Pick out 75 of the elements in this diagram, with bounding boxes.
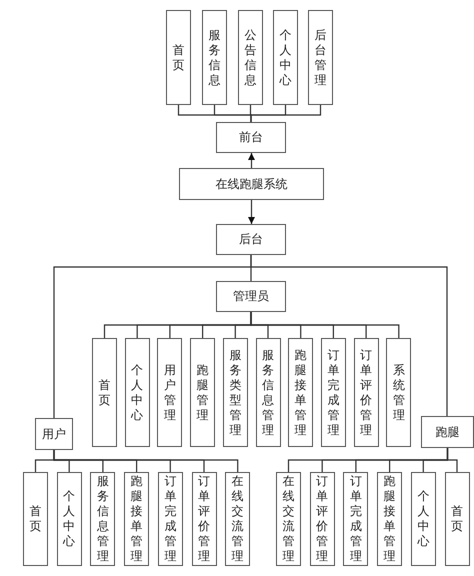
module-box — [276, 472, 301, 566]
node-label: 个人中心 — [280, 28, 292, 88]
node-label: 订单完成管理 — [327, 348, 340, 438]
node-label: 跑腿管理 — [196, 362, 209, 422]
node-label: 订单评价管理 — [316, 474, 328, 564]
node-label: 首页 — [172, 42, 184, 72]
node-label: 公告信息 — [244, 28, 256, 88]
node-label: 订单完成管理 — [350, 474, 362, 564]
node-label: 服务类型管理 — [229, 348, 242, 438]
node-label: 后台管理 — [314, 28, 326, 88]
module-box — [90, 472, 116, 566]
arrow — [248, 153, 255, 168]
node-label: 订单评价管理 — [360, 348, 372, 438]
node-label: 跑腿接单管理 — [384, 474, 396, 564]
node-label: 管理员 — [233, 288, 269, 305]
module-box — [238, 10, 263, 105]
node-label: 在线交流管理 — [232, 474, 244, 564]
module-box — [444, 472, 470, 566]
connector-line — [250, 312, 400, 338]
process-box — [421, 416, 474, 448]
module-box — [225, 472, 250, 566]
node-label: 服务信息管理 — [262, 348, 274, 438]
module-box — [23, 472, 48, 566]
connector-line — [53, 450, 238, 472]
module-box — [354, 338, 379, 447]
node-label: 服务信息 — [208, 28, 220, 88]
module-box — [166, 10, 191, 105]
connector-line — [250, 105, 322, 122]
module-box — [56, 472, 82, 566]
module-box — [92, 338, 117, 447]
process-box — [35, 418, 73, 450]
module-box — [256, 338, 280, 447]
process-box — [216, 122, 286, 153]
node-label: 个人中心 — [131, 362, 144, 422]
process-box — [179, 168, 324, 200]
module-box — [288, 338, 314, 447]
module-box — [124, 472, 150, 566]
process-box — [216, 281, 286, 312]
module-box — [222, 338, 248, 447]
node-label: 在线跑腿系统 — [216, 176, 288, 192]
node-label: 用户 — [42, 426, 66, 442]
module-box — [410, 472, 436, 566]
module-box — [343, 472, 368, 566]
node-label: 个人中心 — [63, 489, 76, 549]
module-box — [308, 10, 333, 105]
node-label: 订单评价管理 — [198, 474, 210, 564]
node-label: 服务信息管理 — [96, 474, 109, 564]
node-label: 用户管理 — [164, 362, 176, 422]
module-box — [124, 338, 150, 447]
module-box — [158, 472, 183, 566]
node-label: 跑腿 — [436, 424, 460, 440]
module-box — [190, 338, 216, 447]
module-box — [377, 472, 402, 566]
node-label: 首页 — [451, 504, 463, 534]
node-label: 首页 — [30, 504, 42, 534]
node-label: 前台 — [239, 129, 263, 146]
node-label: 个人中心 — [417, 489, 430, 549]
node-label: 跑腿接单管理 — [130, 474, 143, 564]
connector-line — [250, 255, 448, 416]
node-label: 系统管理 — [392, 362, 405, 422]
process-box — [216, 224, 286, 255]
connector-line — [446, 448, 458, 472]
module-box — [386, 338, 412, 447]
module-box — [273, 10, 298, 105]
node-label: 订单完成管理 — [164, 474, 176, 564]
node-label: 在线交流管理 — [282, 474, 294, 564]
node-label: 后台 — [239, 231, 263, 248]
module-box — [192, 472, 216, 566]
node-label: 首页 — [98, 378, 110, 408]
module-box — [202, 10, 227, 105]
module-box — [320, 338, 346, 447]
module-box — [157, 338, 182, 447]
node-label: 跑腿接单管理 — [294, 348, 307, 438]
module-box — [310, 472, 335, 566]
arrow — [248, 200, 255, 224]
